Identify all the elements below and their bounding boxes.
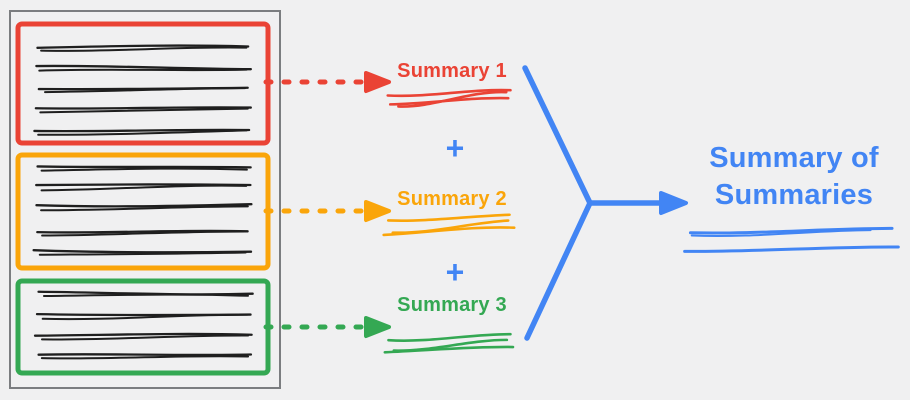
summary-3-label: Summary 3	[397, 294, 507, 316]
plus-sign-2: +	[445, 254, 465, 290]
merge-arrow	[522, 65, 688, 341]
summary-of-summaries-label: Summary of Summaries	[709, 142, 879, 211]
document-text-scribbles	[32, 44, 254, 360]
summary-1-label: Summary 1	[397, 60, 507, 82]
section-box-red	[15, 21, 271, 146]
summary-1-underline	[386, 88, 512, 108]
summary-3-underline	[383, 332, 515, 354]
document-page	[9, 10, 281, 389]
orange-dashed-arrow	[263, 200, 391, 222]
summary-2-underline	[382, 213, 516, 237]
summary-2-label: Summary 2	[397, 188, 507, 210]
red-dashed-arrow	[263, 71, 391, 93]
final-underline	[683, 226, 900, 253]
green-dashed-arrow	[263, 316, 391, 338]
plus-sign-1: +	[445, 130, 465, 166]
